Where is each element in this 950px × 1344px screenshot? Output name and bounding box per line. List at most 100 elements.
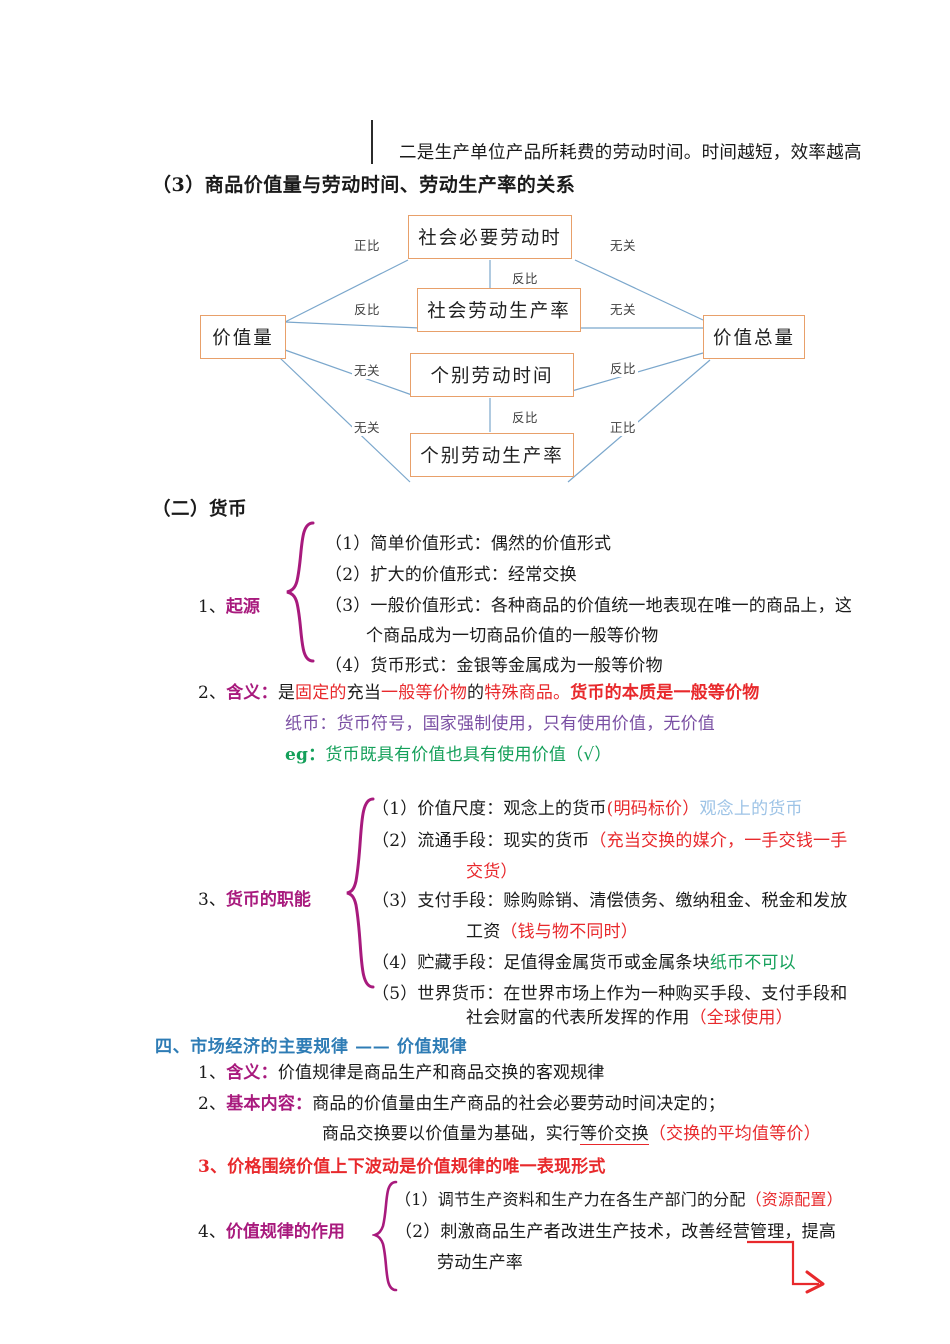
- diagram-box-individual-labor-time: 个别劳动时间: [410, 353, 574, 397]
- function-2-red: （充当交换的媒介，一手交钱一手: [589, 831, 848, 851]
- law-effect-1-red: （资源配置）: [745, 1190, 843, 1209]
- diagram-box-individual-labor-productivity: 个别劳动生产率: [410, 433, 574, 477]
- function-item-5: （5）世界货币：在世界市场上作为一种购买手段、支付手段和: [372, 979, 847, 1004]
- function-5-red-cont: （全球使用）: [689, 1008, 793, 1028]
- brace-functions-icon: [346, 797, 375, 989]
- function-1-red: (明码标价）: [606, 799, 700, 819]
- law-basic-label: 基本内容：: [226, 1094, 313, 1114]
- function-3-name: 支付手段：: [417, 891, 504, 911]
- function-item-4: （4）贮藏手段：足值得金属货币或金属条块纸币不可以: [372, 948, 796, 973]
- function-1-name: 价值尺度：: [417, 799, 504, 819]
- function-4-name: 贮藏手段：: [417, 953, 504, 973]
- origin-label: 起源: [225, 597, 260, 617]
- function-3-cont: 工资（钱与物不同时）: [466, 917, 638, 942]
- meaning-essence: 货币的本质是一般等价物: [570, 683, 760, 703]
- law-basic-row: 2、基本内容：商品的价值量由生产商品的社会必要劳动时间决定的；: [198, 1089, 725, 1114]
- eg-row: eg：货币既具有价值也具有使用价值（√）: [285, 740, 612, 765]
- function-3-red-cont: （钱与物不同时）: [500, 922, 639, 942]
- meaning-part-2: 固定的: [295, 683, 347, 703]
- function-4-green: 纸币不可以: [709, 953, 796, 973]
- section-3-heading: （3）商品价值量与劳动时间、劳动生产率的关系: [152, 174, 576, 196]
- functions-label: 货币的职能: [225, 890, 311, 910]
- diagram-box-value-quantity: 价值量: [200, 315, 286, 359]
- law-basic-line2: 商品交换要以价值量为基础，实行等价交换（交换的平均值等价）: [322, 1119, 821, 1145]
- law-effect-item-2: （2）刺激商品生产者改进生产技术，改善经营管理，提高: [395, 1222, 837, 1242]
- law-meaning-row: 1、含义：价值规律是商品生产和商品交换的客观规律: [198, 1058, 605, 1083]
- origin-row-label: 1、起源: [198, 592, 260, 617]
- section-4-tail: 价值规律: [396, 1037, 468, 1057]
- function-2-index: （2）: [372, 831, 418, 851]
- section-money-heading: （二）货币: [152, 499, 248, 520]
- origin-number: 1、: [198, 597, 226, 617]
- law-effect-item-1: （1）调节生产资料和生产力在各生产部门的分配（资源配置）: [395, 1186, 843, 1210]
- top-note-text: 二是生产单位产品所耗费的劳动时间。时间越短，效率越高: [399, 143, 862, 163]
- edge-label-right-to-c4: 正比: [608, 417, 639, 436]
- functions-number: 3、: [198, 890, 226, 910]
- function-3-index: （3）: [372, 891, 418, 911]
- law-basic-line2-a: 商品交换要以价值量为基础，实行: [322, 1124, 580, 1144]
- function-3-black-cont: 工资: [466, 922, 501, 942]
- meaning-part-3: 充当: [346, 683, 382, 703]
- brace-origin-icon: [286, 521, 315, 663]
- law-fluctuation-row: 3、价格围绕价值上下波动是价值规律的唯一表现形式: [198, 1152, 606, 1177]
- section-4-heading: 四、市场经济的主要规律 —— 价值规律: [155, 1032, 467, 1057]
- functions-row-label: 3、货币的职能: [198, 885, 311, 910]
- diagram-box-socially-necessary-labor-time: 社会必要劳动时: [408, 215, 572, 259]
- origin-item-4: （4）货币形式：金银等金属成为一般等价物: [325, 656, 663, 676]
- edge-label-right-to-c1: 无关: [608, 235, 639, 254]
- function-1-index: （1）: [372, 799, 418, 819]
- function-2-black: 现实的货币: [503, 831, 590, 851]
- law-basic-line2-red: （交换的平均值等价）: [648, 1124, 821, 1144]
- diagram-box-total-value: 价值总量: [703, 315, 805, 359]
- edge-label-left-to-c1: 正比: [352, 235, 383, 254]
- edge-label-right-to-c3: 反比: [608, 358, 639, 377]
- law-effects-label: 价值规律的作用: [225, 1222, 345, 1242]
- function-5-index: （5）: [372, 984, 418, 1004]
- function-2-name: 流通手段：: [417, 831, 504, 851]
- section-4-dash: ——: [355, 1037, 391, 1057]
- law-fluctuation-text: 价格围绕价值上下波动是价值规律的唯一表现形式: [227, 1157, 606, 1177]
- section-4-number: 四、: [155, 1037, 191, 1057]
- paper-money-note: 纸币：货币符号，国家强制使用，只有使用价值，无价值: [285, 714, 715, 734]
- function-item-3: （3）支付手段：赊购赊销、清偿债务、缴纳租金、税金和发放: [372, 886, 847, 911]
- meaning-number: 2、: [198, 683, 227, 703]
- function-2-red-cont: 交货）: [466, 862, 518, 882]
- function-5-black-cont: 社会财富的代表所发挥的作用: [466, 1008, 690, 1028]
- meaning-part-4: 一般等价物: [381, 683, 468, 703]
- function-5-name: 世界货币：: [417, 984, 504, 1004]
- edge-label-left-to-c3: 无关: [352, 360, 383, 379]
- eg-label: eg：: [285, 745, 326, 765]
- origin-item-1: （1）简单价值形式：偶然的价值形式: [325, 534, 612, 554]
- brace-effects-icon: [372, 1180, 398, 1292]
- value-relation-diagram: 价值量 价值总量 社会必要劳动时 社会劳动生产率 个别劳动时间 个别劳动生产率 …: [180, 210, 860, 485]
- margin-rule: [371, 120, 373, 164]
- law-effect-item-2-cont: 劳动生产率: [437, 1253, 523, 1273]
- origin-item-3-cont: 个商品成为一切商品价值的一般等价物: [366, 626, 659, 646]
- law-fluctuation-number: 3、: [198, 1157, 228, 1177]
- function-5-black: 在世界市场上作为一种购买手段、支付手段和: [503, 984, 848, 1004]
- function-4-black: 足值得金属货币或金属条块: [503, 953, 710, 973]
- meaning-part-6: 特殊商品。: [484, 683, 571, 703]
- law-effects-number: 4、: [198, 1222, 226, 1242]
- meaning-label: 含义：: [226, 683, 278, 703]
- function-1-black: 观念上的货币: [503, 799, 607, 819]
- law-meaning-label: 含义：: [226, 1063, 278, 1083]
- function-item-2: （2）流通手段：现实的货币（充当交换的媒介，一手交钱一手: [372, 826, 847, 851]
- law-basic-number: 2、: [198, 1094, 227, 1114]
- law-effect-1-black: （1）调节生产资料和生产力在各生产部门的分配: [395, 1190, 746, 1209]
- meaning-part-5: 的: [467, 683, 485, 703]
- edge-label-left-to-c4: 无关: [352, 417, 383, 436]
- origin-item-2: （2）扩大的价值形式：经常交换: [325, 565, 577, 585]
- meaning-row: 2、含义：是固定的充当一般等价物的特殊商品。货币的本质是一般等价物: [198, 678, 759, 703]
- meaning-part-1: 是: [277, 683, 296, 703]
- eg-text: 货币既具有价值也具有使用价值（√）: [325, 745, 612, 765]
- edge-label-c3-to-c4: 反比: [510, 407, 541, 426]
- origin-item-3: （3）一般价值形式：各种商品的价值统一地表现在唯一的商品上，这: [325, 596, 853, 616]
- law-basic-line1: 商品的价值量由生产商品的社会必要劳动时间决定的；: [312, 1094, 726, 1114]
- function-4-index: （4）: [372, 953, 418, 973]
- diagram-box-social-labor-productivity: 社会劳动生产率: [417, 288, 581, 332]
- section-4-main: 市场经济的主要规律: [190, 1037, 349, 1057]
- law-meaning-text: 价值规律是商品生产和商品交换的客观规律: [277, 1063, 605, 1083]
- red-elbow-arrow-icon: [747, 1240, 825, 1294]
